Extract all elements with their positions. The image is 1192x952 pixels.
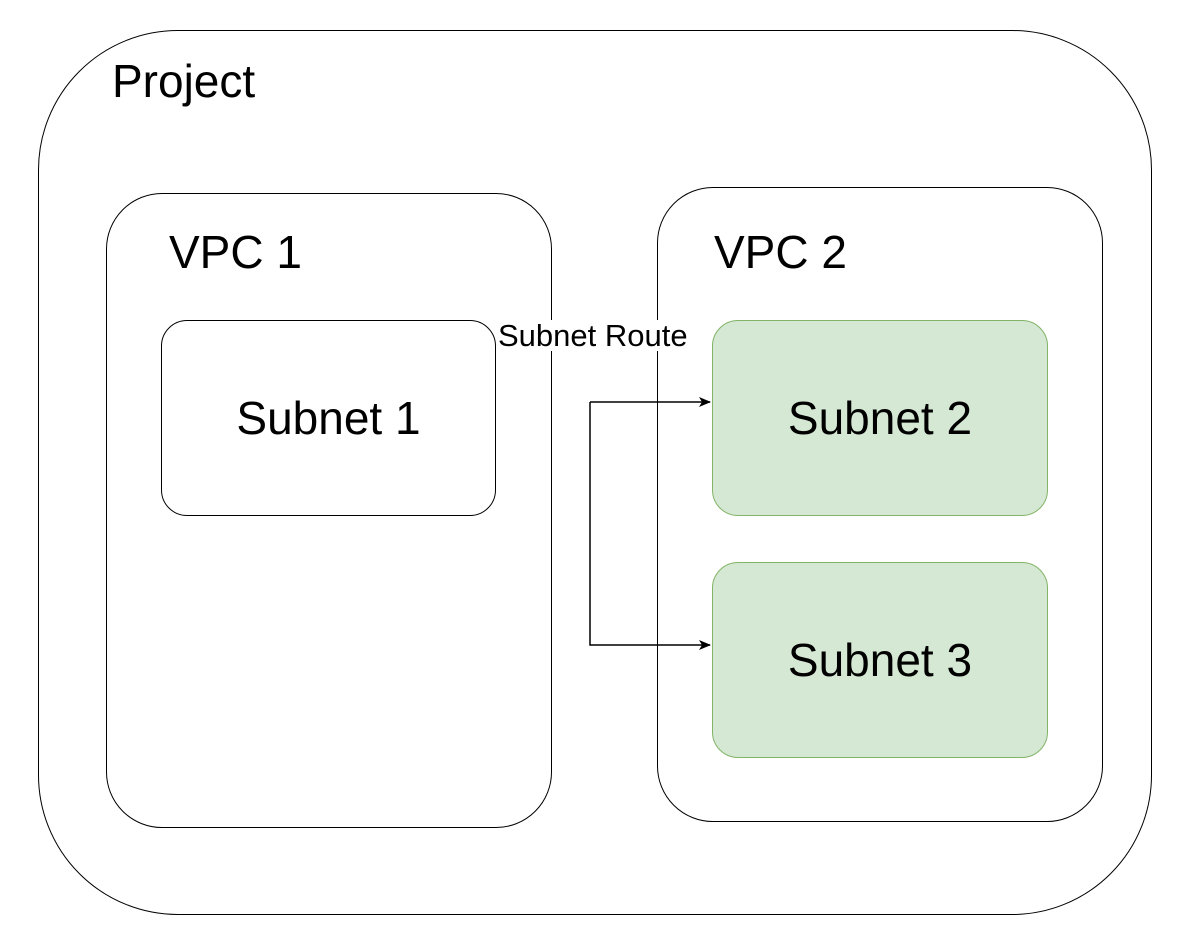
subnet2-label: Subnet 2: [787, 392, 973, 444]
vpc1-label: VPC 1: [169, 226, 302, 278]
subnet3-node[interactable]: Subnet 3: [712, 562, 1048, 758]
subnet-route-label: Subnet Route: [497, 318, 689, 353]
vpc1-container[interactable]: [106, 193, 552, 828]
subnet1-label: Subnet 1: [236, 392, 421, 444]
subnet2-node[interactable]: Subnet 2: [712, 320, 1048, 516]
project-container[interactable]: [38, 30, 1152, 915]
vpc2-label: VPC 2: [714, 226, 847, 278]
subnet1-node[interactable]: Subnet 1: [161, 320, 496, 516]
project-label: Project: [112, 55, 256, 107]
subnet3-label: Subnet 3: [787, 634, 973, 686]
